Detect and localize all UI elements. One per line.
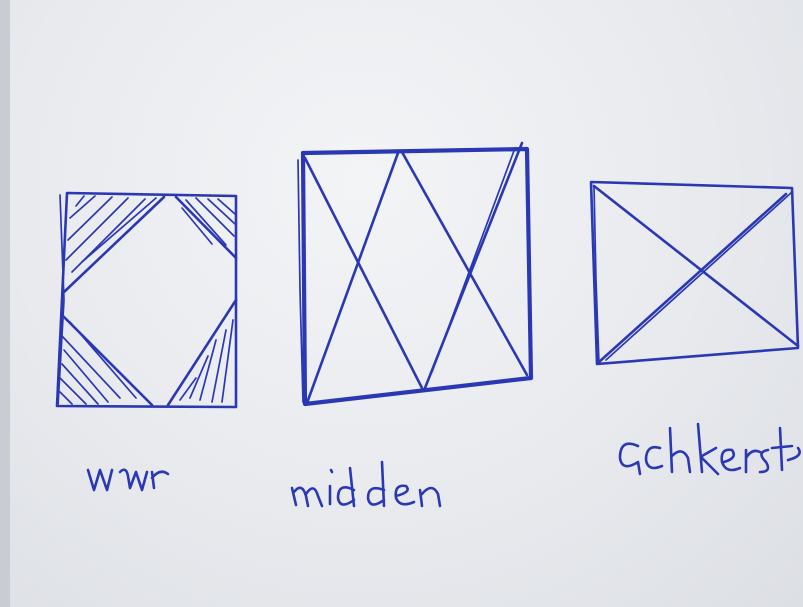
sketch-midden <box>292 143 531 506</box>
diagonal-1 <box>305 158 423 390</box>
diagonal-4-retrace <box>432 148 515 372</box>
hatching-top-right <box>182 198 235 245</box>
label-midden-handwriting <box>292 462 440 506</box>
hatching-bottom-right <box>180 320 233 402</box>
box-outline <box>303 149 531 404</box>
diagonal-2 <box>599 194 786 362</box>
hatching-top-left <box>66 196 156 272</box>
label-voor-handwriting <box>88 470 168 490</box>
diagonal-3 <box>402 152 527 375</box>
hatching-bottom-left <box>60 322 136 404</box>
label-achterste-handwriting <box>620 424 800 474</box>
sketch-voor <box>57 193 236 490</box>
sketch-achterste <box>591 182 800 474</box>
